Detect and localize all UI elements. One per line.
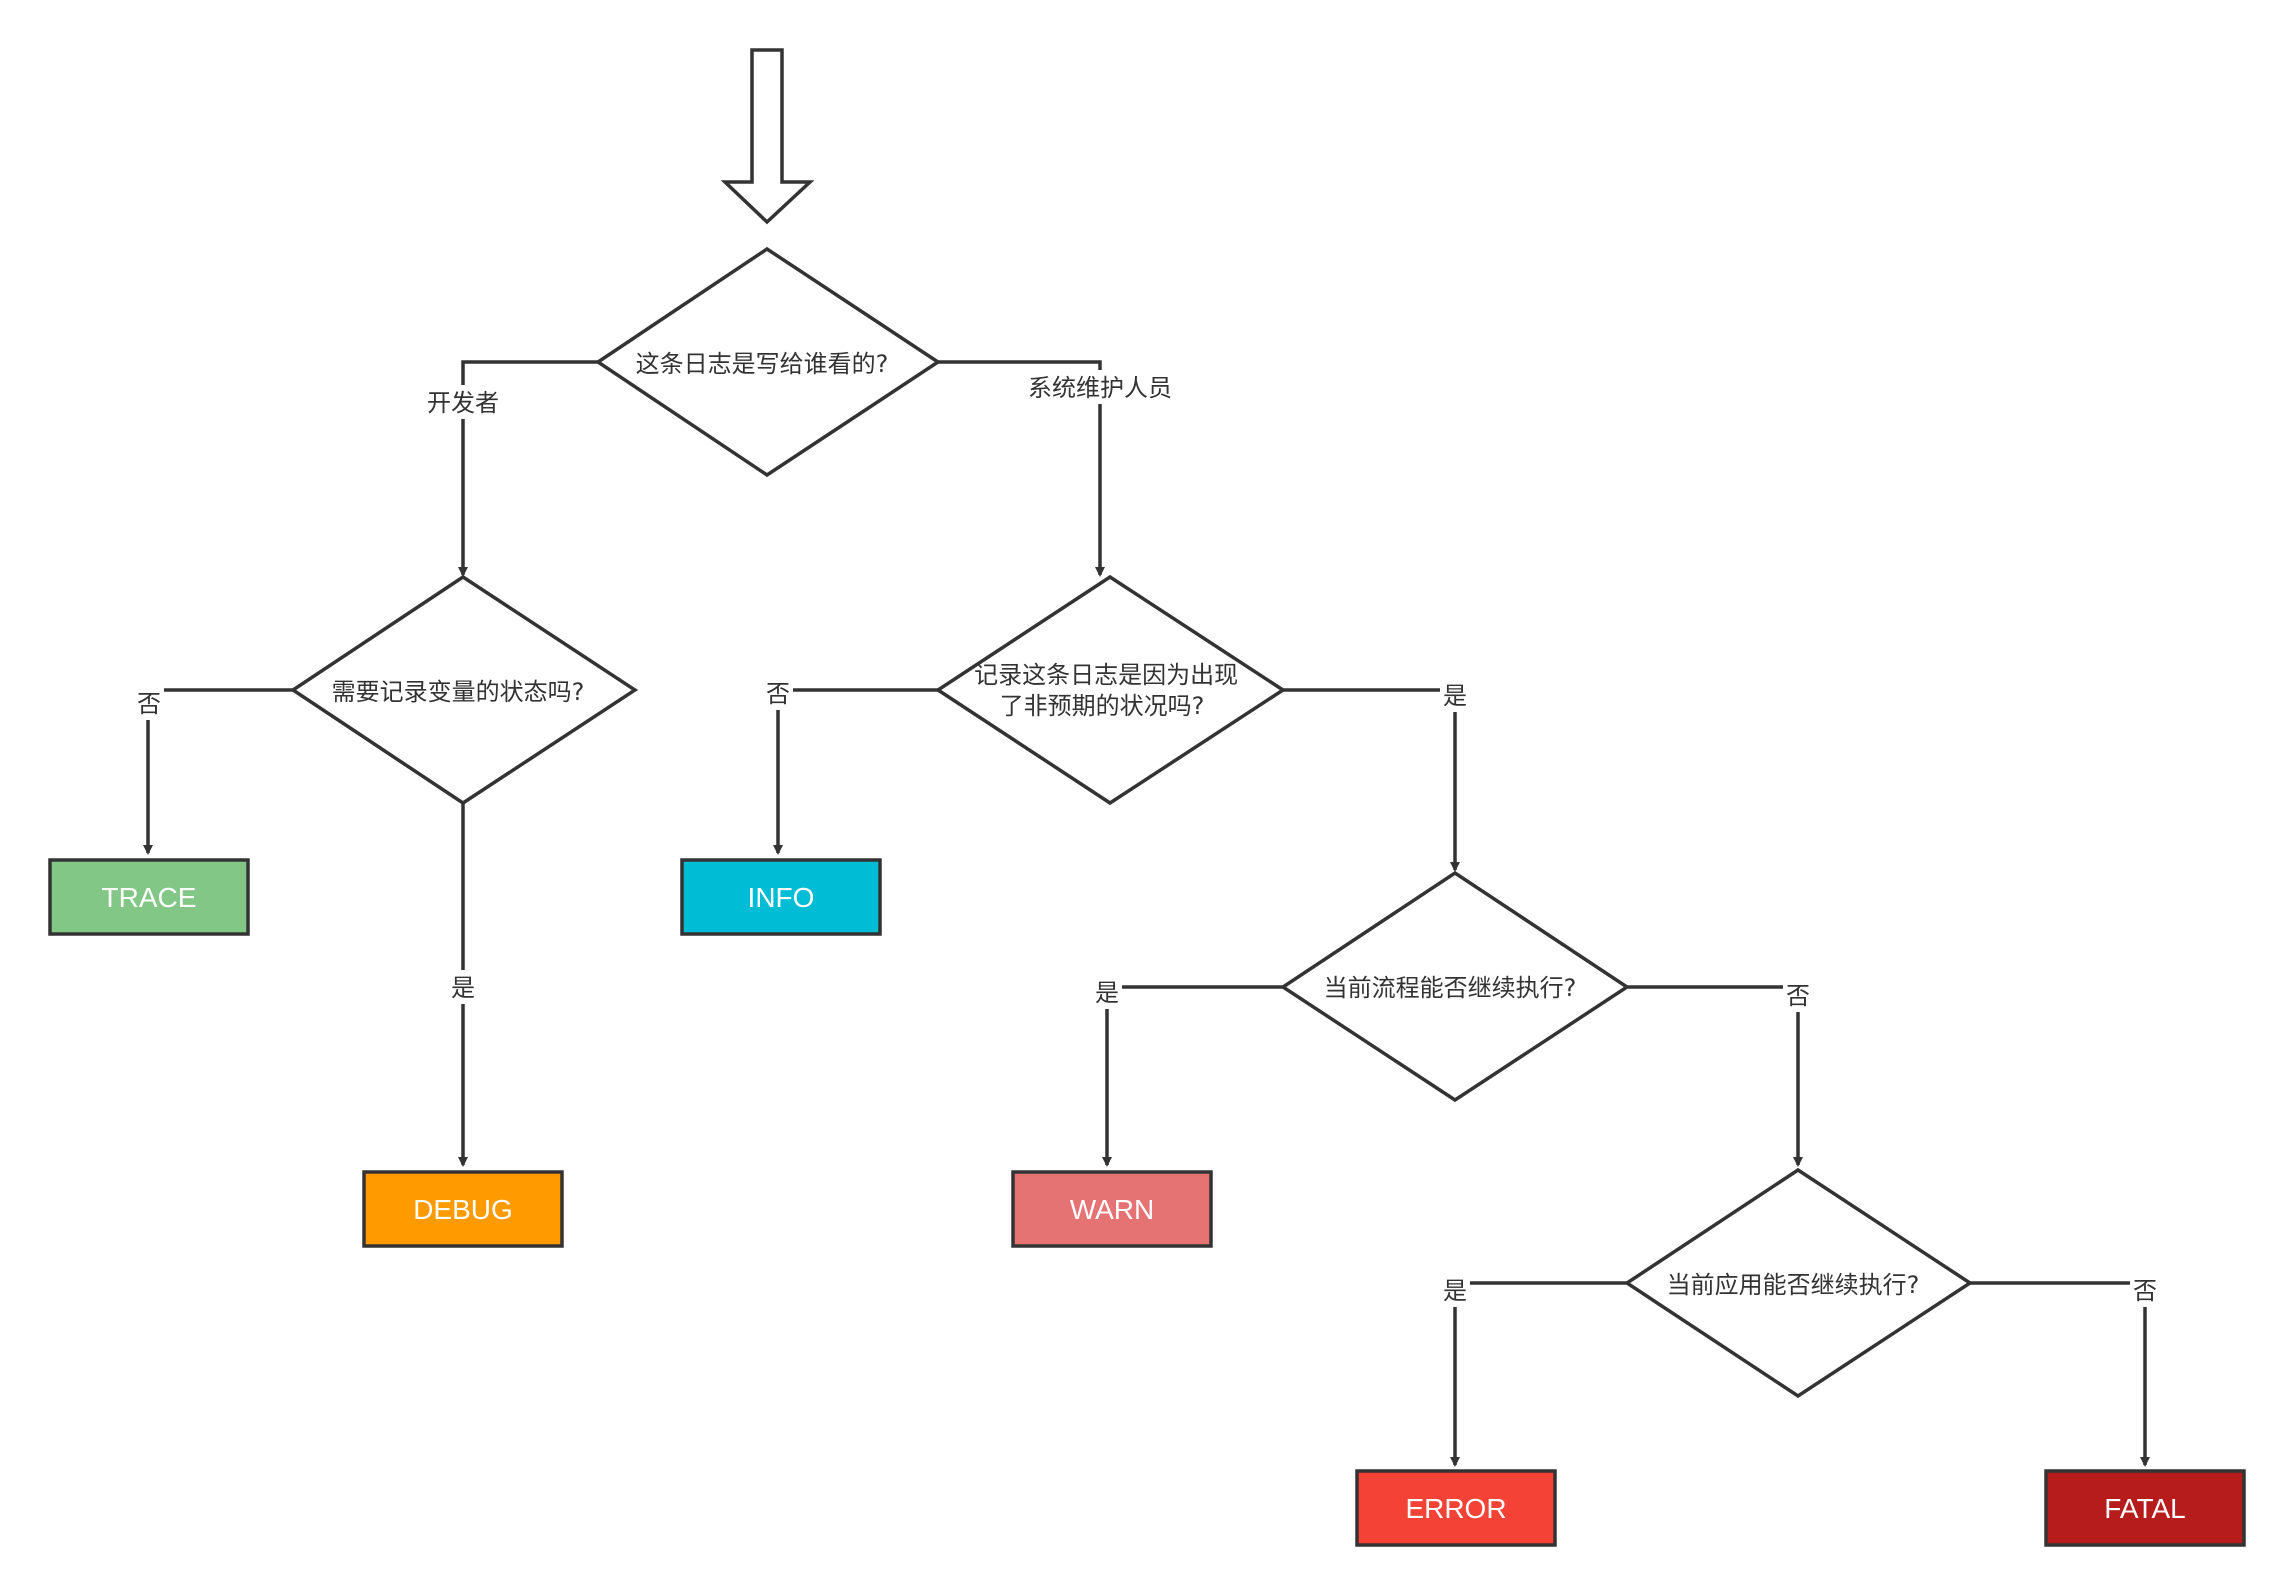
edge-label-need-state-no-text: 否 [137,690,161,718]
edge-flow-yes [1102,985,1283,1167]
edge-label-app-no: 否 [2130,1273,2160,1307]
level-trace: TRACE [48,858,250,936]
decision-unexpected-line-2: 了非预期的状况吗? [1000,692,1205,720]
edge-label-unexpected-no: 否 [763,676,793,710]
decision-app-continue-text: 当前应用能否继续执行? [1667,1271,1920,1299]
level-error: ERROR [1355,1469,1557,1547]
level-warn: WARN [1011,1170,1213,1248]
edge-app-yes [1450,1281,1627,1467]
start-arrow [720,48,815,225]
level-warn-label: WARN [1070,1194,1155,1225]
decision-need-state-line-1: 需要记录变量的状态吗? [332,678,585,706]
level-fatal-label: FATAL [2104,1493,2185,1524]
decision-flow-continue: 当前流程能否继续执行? [1279,870,1631,1103]
decision-need-state-text: 需要记录变量的状态吗? [332,678,585,706]
edge-label-app-no-text: 否 [2133,1277,2157,1305]
level-trace-label: TRACE [102,882,197,913]
edge-audience-sysadmin [938,360,1105,577]
edge-label-sysadmin: 系统维护人员 [1018,370,1182,404]
level-error-label: ERROR [1405,1493,1506,1524]
edge-label-app-yes-text: 是 [1443,1277,1467,1305]
edge-label-unexpected-yes-text: 是 [1443,682,1467,710]
edge-need-state-no [143,688,293,855]
edge-label-unexpected-yes: 是 [1440,678,1470,712]
level-debug-label: DEBUG [413,1194,513,1225]
edge-labels: 开发者 系统维护人员 否 是 否 是 是 否 [134,370,2160,1307]
edge-label-need-state-yes: 是 [448,970,478,1004]
edge-unexpected-yes [1283,688,1460,872]
edge-label-flow-no-text: 否 [1786,982,1810,1010]
edge-label-app-yes: 是 [1440,1273,1470,1307]
edge-label-developer: 开发者 [420,385,506,419]
edge-label-developer-text: 开发者 [427,389,499,417]
decision-audience: 这条日志是写给谁看的? [594,246,942,478]
level-fatal: FATAL [2044,1469,2246,1547]
decision-app-continue: 当前应用能否继续执行? [1623,1167,1974,1399]
edge-app-no [1970,1281,2150,1467]
decision-need-state: 需要记录变量的状态吗? [289,574,639,806]
decision-app-continue-line-1: 当前应用能否继续执行? [1667,1271,1920,1299]
edge-label-need-state-no: 否 [134,686,164,720]
edge-label-sysadmin-text: 系统维护人员 [1028,374,1172,402]
level-info: INFO [680,858,882,936]
edge-label-flow-yes: 是 [1092,975,1122,1009]
edge-label-flow-no: 否 [1783,978,1813,1012]
decision-audience-text: 这条日志是写给谁看的? [636,350,889,378]
edge-flow-no [1627,985,1803,1167]
edge-label-need-state-yes-text: 是 [451,974,475,1002]
level-debug: DEBUG [362,1170,564,1248]
decision-unexpected: 记录这条日志是因为出现 了非预期的状况吗? [934,574,1287,806]
edge-unexpected-no [773,688,938,855]
decision-unexpected-text: 记录这条日志是因为出现 了非预期的状况吗? [974,661,1246,720]
decision-unexpected-line-1: 记录这条日志是因为出现 [974,661,1238,689]
edge-label-unexpected-no-text: 否 [766,680,790,708]
decision-audience-line-1: 这条日志是写给谁看的? [636,350,889,378]
edge-audience-developer [458,360,598,577]
edge-label-flow-yes-text: 是 [1095,979,1119,1007]
decision-flow-continue-text: 当前流程能否继续执行? [1324,974,1577,1002]
decision-flow-continue-line-1: 当前流程能否继续执行? [1324,974,1577,1002]
level-info-label: INFO [748,882,815,913]
